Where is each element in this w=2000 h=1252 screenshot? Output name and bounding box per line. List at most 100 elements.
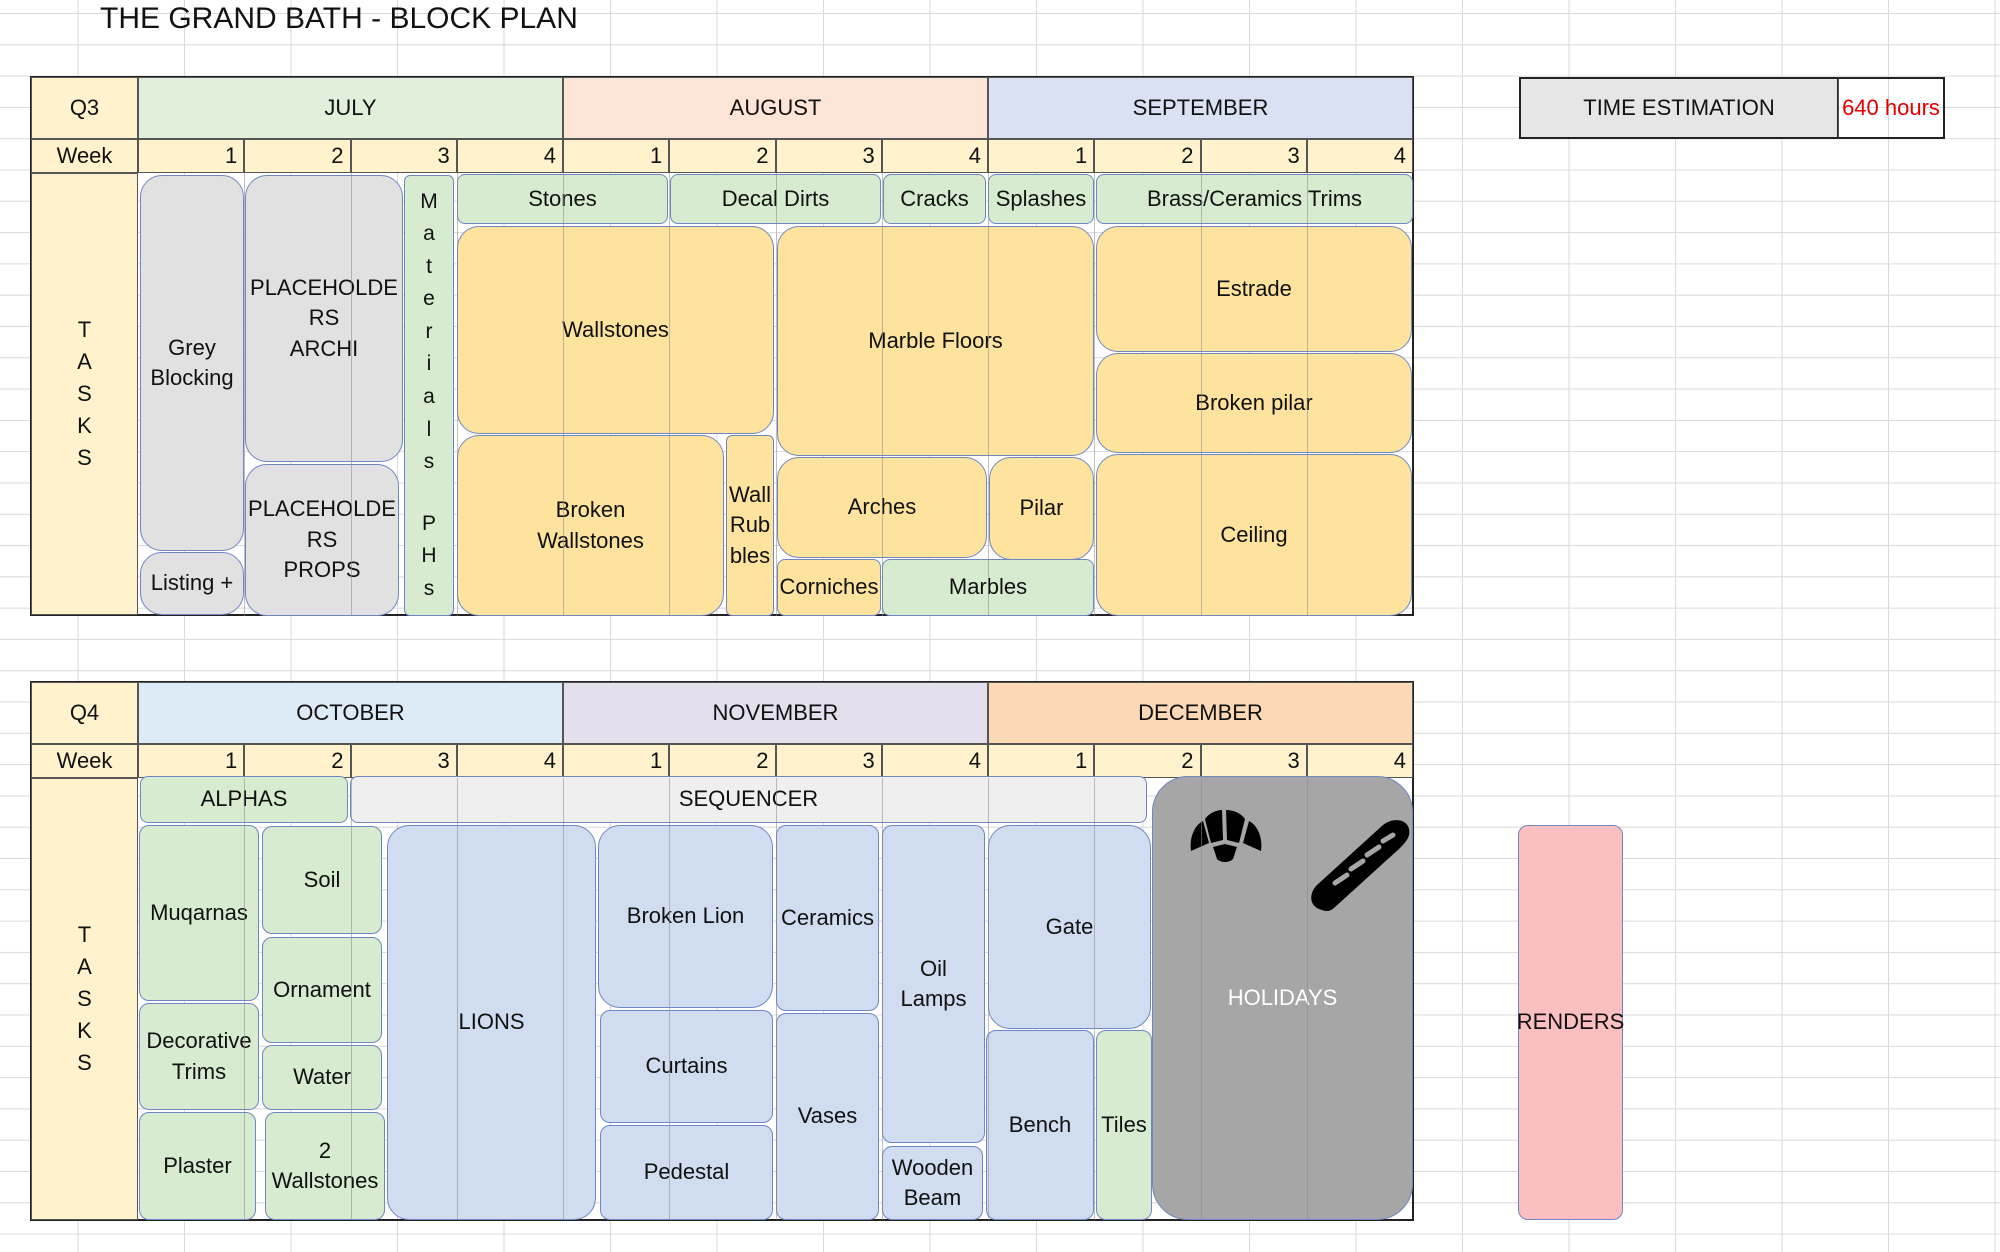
task-corniches[interactable]: Corniches bbox=[777, 559, 881, 616]
week-divider bbox=[1094, 173, 1096, 616]
q4-label: Q4 bbox=[31, 682, 138, 744]
task-plaster[interactable]: Plaster bbox=[139, 1112, 256, 1220]
week-divider bbox=[244, 778, 246, 1220]
week-divider bbox=[775, 778, 777, 1220]
week-divider bbox=[244, 173, 246, 616]
task-listing[interactable]: Listing + bbox=[140, 552, 244, 615]
task-broken-wallstones[interactable]: Broken Wallstones bbox=[457, 435, 724, 616]
task-broken-pilar[interactable]: Broken pilar bbox=[1096, 353, 1412, 453]
week-number: 3 bbox=[1200, 139, 1307, 173]
week-number: 4 bbox=[456, 744, 563, 778]
task-curtains[interactable]: Curtains bbox=[600, 1010, 773, 1123]
week-number: 2 bbox=[1094, 139, 1201, 173]
month-october: OCTOBER bbox=[138, 682, 563, 744]
week-number: 2 bbox=[244, 744, 351, 778]
week-number: 2 bbox=[669, 744, 776, 778]
week-number: 4 bbox=[881, 744, 988, 778]
week-number: 1 bbox=[138, 139, 245, 173]
week-number: 3 bbox=[1200, 744, 1307, 778]
task-muqarnas[interactable]: Muqarnas bbox=[139, 825, 259, 1001]
task-sequencer[interactable]: SEQUENCER bbox=[350, 776, 1147, 823]
task-ceiling[interactable]: Ceiling bbox=[1096, 454, 1412, 616]
week-divider bbox=[881, 778, 883, 1220]
week-number: 4 bbox=[1306, 139, 1413, 173]
task-wallstones[interactable]: Wallstones bbox=[457, 226, 774, 434]
week-divider bbox=[1094, 778, 1096, 1220]
task-stones[interactable]: Stones bbox=[457, 174, 668, 224]
task-wooden-beam[interactable]: Wooden Beam bbox=[882, 1146, 983, 1220]
page-title: THE GRAND BATH - BLOCK PLAN bbox=[100, 2, 578, 35]
task-pedestal[interactable]: Pedestal bbox=[600, 1125, 773, 1220]
task-alphas[interactable]: ALPHAS bbox=[140, 776, 348, 823]
task-wall-rubbles[interactable]: Wall Rub bles bbox=[726, 435, 774, 616]
month-july: JULY bbox=[138, 77, 563, 139]
task-holidays[interactable]: HOLIDAYS bbox=[1152, 776, 1413, 1220]
week-divider bbox=[456, 173, 458, 616]
week-divider bbox=[669, 173, 671, 616]
month-december: DECEMBER bbox=[988, 682, 1413, 744]
month-september: SEPTEMBER bbox=[988, 77, 1413, 139]
task-estrade[interactable]: Estrade bbox=[1096, 226, 1412, 352]
task-grey-blocking[interactable]: Grey Blocking bbox=[140, 175, 244, 551]
croissant-icon bbox=[1190, 810, 1262, 862]
week-number: 3 bbox=[350, 139, 457, 173]
task-brass-ceramics-trims[interactable]: Brass/Ceramics Trims bbox=[1096, 174, 1413, 224]
week-divider bbox=[563, 778, 564, 1220]
week-number: 3 bbox=[775, 744, 882, 778]
week-number: 1 bbox=[138, 744, 245, 778]
task-ornament[interactable]: Ornament bbox=[262, 937, 382, 1043]
task-broken-lion[interactable]: Broken Lion bbox=[598, 825, 773, 1008]
task-cracks[interactable]: Cracks bbox=[883, 174, 986, 224]
week-label: Week bbox=[31, 744, 138, 778]
week-number: 4 bbox=[1306, 744, 1413, 778]
task-placeholders-archi[interactable]: PLACEHOLDE RS ARCHI bbox=[245, 175, 403, 462]
week-divider bbox=[1306, 173, 1308, 616]
week-divider bbox=[456, 778, 458, 1220]
task-tiles[interactable]: Tiles bbox=[1096, 1030, 1152, 1220]
task-gate[interactable]: Gate bbox=[988, 825, 1151, 1029]
task-lions[interactable]: LIONS bbox=[387, 825, 596, 1220]
week-number: 3 bbox=[350, 744, 457, 778]
week-divider bbox=[350, 778, 352, 1220]
task-2-wallstones[interactable]: 2 Wallstones bbox=[265, 1112, 385, 1220]
week-number: 2 bbox=[1094, 744, 1201, 778]
week-divider bbox=[1200, 778, 1202, 1220]
task-ceramics[interactable]: Ceramics bbox=[776, 825, 879, 1011]
q3-label: Q3 bbox=[31, 77, 138, 139]
task-splashes[interactable]: Splashes bbox=[988, 174, 1094, 224]
week-number: 2 bbox=[244, 139, 351, 173]
holidays-label: HOLIDAYS bbox=[1227, 984, 1338, 1010]
week-divider bbox=[775, 173, 777, 616]
task-decorative-trims[interactable]: Decorative Trims bbox=[139, 1003, 259, 1110]
task-renders[interactable]: RENDERS bbox=[1517, 825, 1624, 1220]
task-vases[interactable]: Vases bbox=[776, 1013, 879, 1220]
week-number: 1 bbox=[563, 744, 670, 778]
task-water[interactable]: Water bbox=[262, 1045, 382, 1110]
week-number: 2 bbox=[669, 139, 776, 173]
week-divider bbox=[669, 778, 671, 1220]
time-estimation-value: 640 hours bbox=[1838, 77, 1945, 139]
week-number: 1 bbox=[563, 139, 670, 173]
week-divider bbox=[988, 778, 989, 1220]
week-label: Week bbox=[31, 139, 138, 173]
week-divider bbox=[1200, 173, 1202, 616]
week-number: 1 bbox=[988, 139, 1095, 173]
task-placeholders-props[interactable]: PLACEHOLDE RS PROPS bbox=[245, 464, 399, 616]
month-august: AUGUST bbox=[563, 77, 988, 139]
time-estimation-label: TIME ESTIMATION bbox=[1519, 77, 1839, 139]
task-marble-floors[interactable]: Marble Floors bbox=[777, 226, 1094, 456]
week-divider bbox=[1306, 778, 1308, 1220]
task-bench[interactable]: Bench bbox=[986, 1030, 1094, 1220]
week-divider bbox=[988, 173, 989, 616]
baguette-icon bbox=[1311, 820, 1410, 911]
month-november: NOVEMBER bbox=[563, 682, 988, 744]
task-oil-lamps[interactable]: Oil Lamps bbox=[882, 825, 985, 1143]
task-soil[interactable]: Soil bbox=[262, 826, 382, 934]
week-number: 4 bbox=[881, 139, 988, 173]
task-pilar[interactable]: Pilar bbox=[989, 457, 1094, 560]
week-divider bbox=[350, 173, 352, 616]
week-number: 3 bbox=[775, 139, 882, 173]
